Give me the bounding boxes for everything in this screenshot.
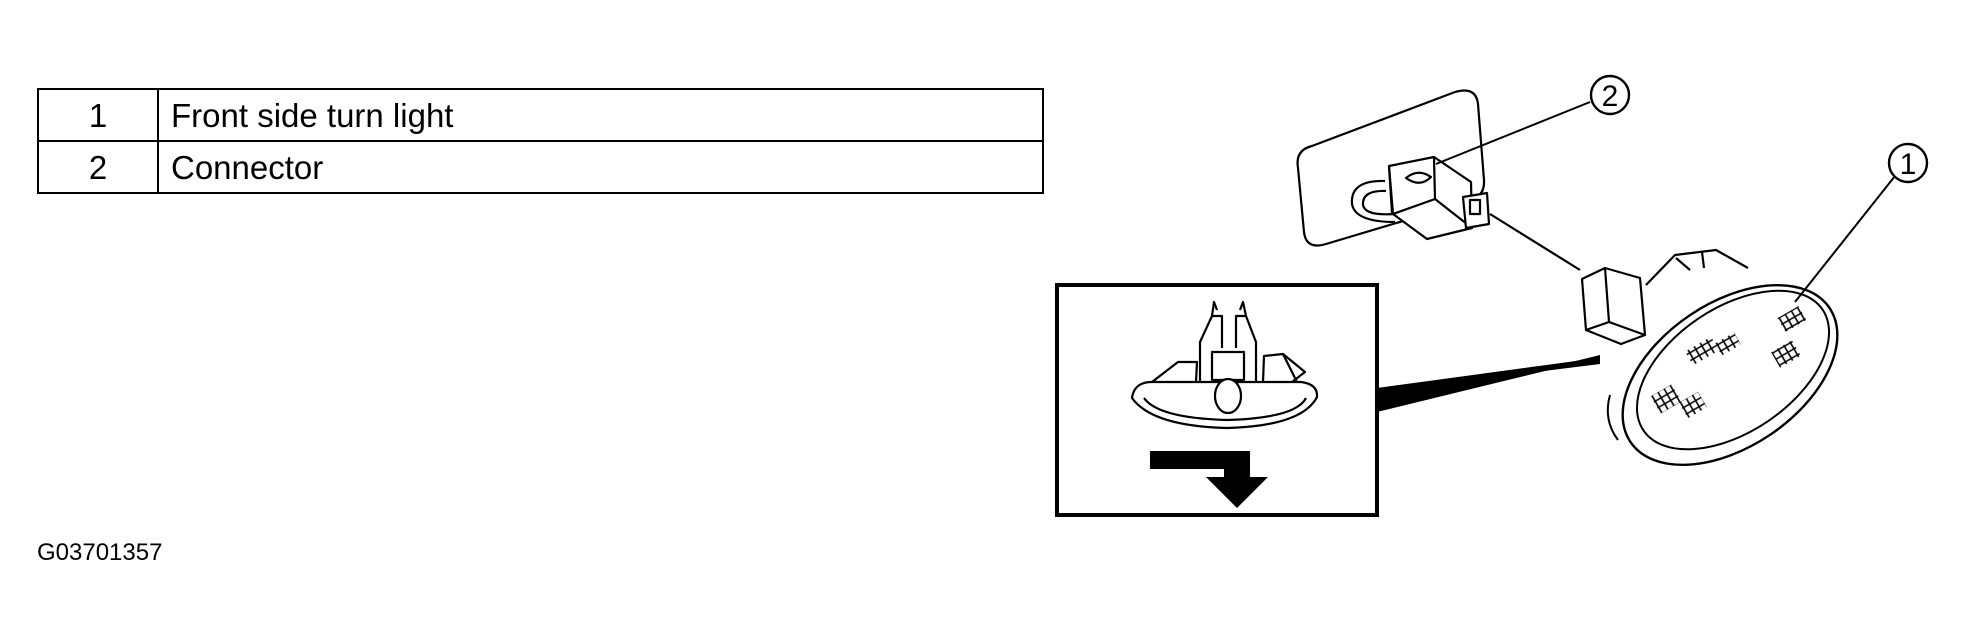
- legend-label: Front side turn light: [157, 88, 1044, 142]
- legend-row-2: 2 Connector: [37, 140, 1044, 194]
- leader-line-1: [1794, 175, 1896, 303]
- legend-label: Connector: [157, 140, 1044, 194]
- connector: [1387, 155, 1491, 241]
- legend-number: 1: [37, 88, 159, 142]
- leader-line-2: [1435, 101, 1591, 165]
- callout-number: 2: [1602, 80, 1619, 113]
- turn-light-lens: [1606, 283, 1839, 467]
- legend-row-1: 1 Front side turn light: [37, 88, 1044, 142]
- legend-table: 1 Front side turn light 2 Connector: [37, 88, 1044, 194]
- detail-inset: [1055, 283, 1600, 517]
- legend-number: 2: [37, 140, 159, 194]
- wire-harness: [1350, 179, 1396, 224]
- callout-1: 1: [1887, 142, 1929, 184]
- fender-panel: [1296, 89, 1486, 247]
- callout-number: 1: [1900, 148, 1917, 181]
- callout-2: 2: [1589, 74, 1631, 116]
- alignment-line: [1489, 213, 1581, 271]
- removal-direction-arrow: [1150, 451, 1268, 508]
- figure-code: G03701357: [37, 539, 163, 566]
- light-socket: [1580, 248, 1749, 346]
